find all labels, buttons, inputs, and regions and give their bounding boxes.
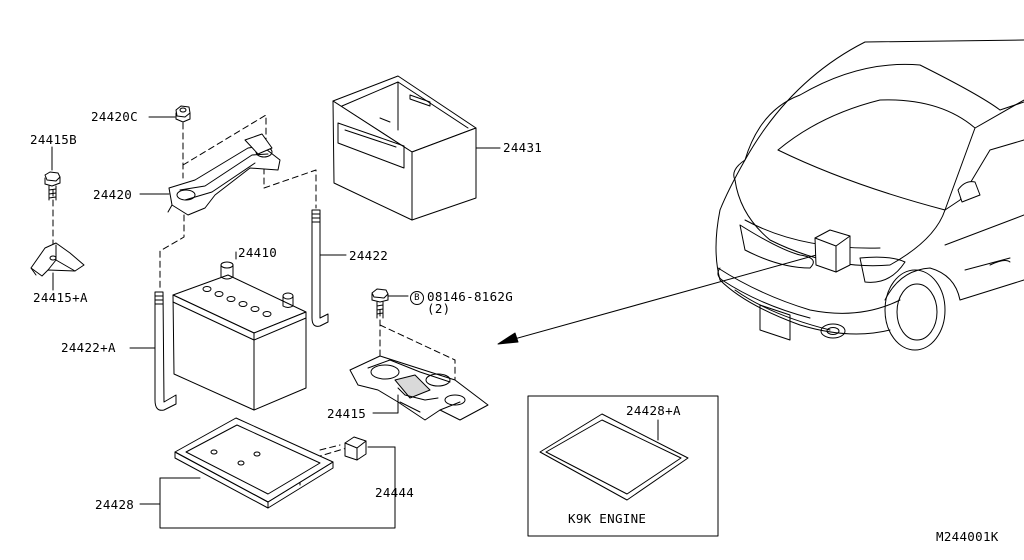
label-diagram-code: M244001K [936,529,999,544]
clip-24444 [344,436,367,461]
label-24431: 24431 [503,140,543,155]
label-bolt-number: 08146-8162G [427,289,514,304]
label-24428: 24428 [95,497,135,512]
label-24420: 24420 [93,187,133,202]
vehicle [715,39,1024,351]
label-24422: 24422 [349,248,389,263]
label-24444: 24444 [375,485,415,500]
label-24420C: 24420C [91,109,138,124]
label-24415B: 24415B [30,132,77,147]
label-24428A: 24428+A [626,403,681,418]
battery-cover-24431 [332,75,477,221]
label-engine-note: K9K ENGINE [568,511,647,526]
nut-24420C [175,105,191,123]
bolt-08146-8162G [371,288,389,319]
label-24422A: 24422+A [61,340,116,355]
bolt-symbol-icon: B [410,291,424,305]
battery-24410 [172,261,307,411]
bolt-24415B [44,171,61,201]
bracket-24415A [30,242,85,277]
label-24415: 24415 [327,406,367,421]
bracket-24420 [167,133,281,216]
label-bolt-qty: (2) [427,301,451,316]
leader-24415 [372,394,399,414]
tray-24415 [349,355,489,421]
location-arrow [497,253,821,345]
rod-24422A [154,291,177,411]
label-24415A: 24415+A [33,290,88,305]
engine-inset [527,395,719,537]
rod-24422 [311,209,329,327]
label-24410: 24410 [238,245,278,260]
bracket-24428 [159,446,396,529]
tray-24428 [174,417,334,509]
